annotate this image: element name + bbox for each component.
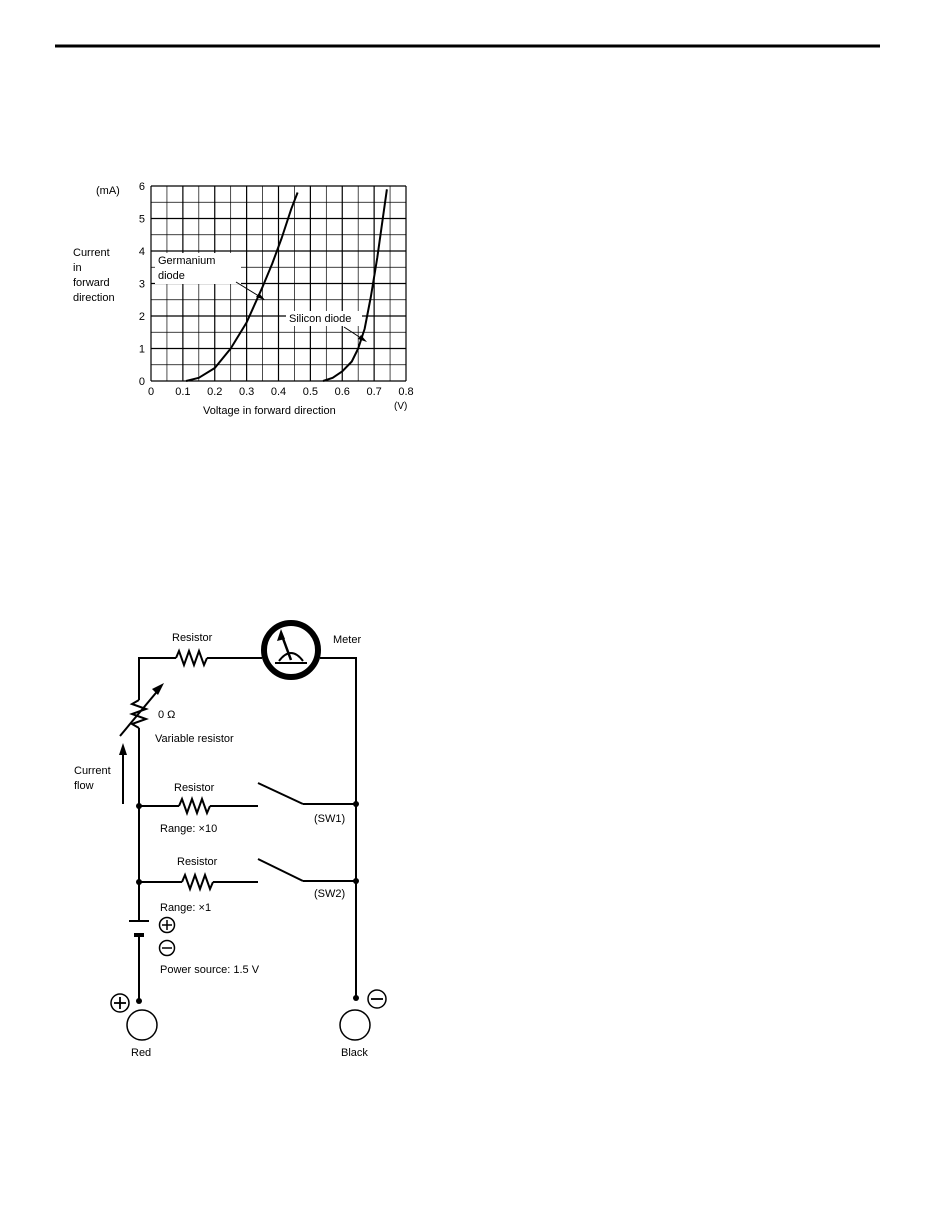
y-tick-label: 4 — [139, 246, 145, 258]
red-terminal — [126, 1009, 158, 1041]
meter-label: Meter — [333, 634, 361, 646]
germanium-pointer-arrowhead — [256, 293, 265, 300]
x-tick-label: 0.1 — [175, 386, 190, 398]
x-tick-label: 0.4 — [271, 386, 286, 398]
meter-icon — [261, 620, 321, 680]
y-tick-label: 3 — [139, 279, 145, 291]
y-axis-label-line-4: direction — [73, 292, 115, 304]
variable-resistor-arrowhead — [152, 683, 164, 695]
x-tick-label: 0.8 — [398, 386, 413, 398]
range-x1-label: Range: ×1 — [160, 902, 211, 914]
red-terminal-plus-icon — [110, 993, 130, 1013]
variable-resistor-label: Variable resistor — [155, 733, 234, 745]
top-wire-left — [138, 657, 176, 700]
resistor-x1 — [181, 872, 214, 892]
x-tick-label: 0.6 — [335, 386, 350, 398]
x-axis-label: Voltage in forward direction — [203, 405, 336, 417]
black-terminal — [339, 1009, 371, 1041]
y-tick-label: 5 — [139, 214, 145, 226]
x-tick-label: 0.5 — [303, 386, 318, 398]
resistor-x10-label: Resistor — [174, 782, 215, 794]
x-unit-label: (V) — [394, 401, 407, 412]
junction-x10-right — [353, 801, 359, 807]
germanium-label-line-2: diode — [158, 270, 185, 282]
range-x10-label: Range: ×10 — [160, 823, 217, 835]
red-terminal-junction — [136, 998, 142, 1004]
junction-x1-right — [353, 878, 359, 884]
variable-resistor-zigzag — [129, 699, 149, 729]
y-tick-label: 1 — [139, 344, 145, 356]
switch-1-label: (SW1) — [314, 813, 345, 825]
meter-right-wire — [320, 657, 357, 998]
silicon-label-backing — [286, 311, 362, 326]
ohmmeter-circuit: Resistor Meter 0 Ω Variable resistor Cur… — [74, 620, 387, 1059]
variable-resistor-value: 0 Ω — [158, 709, 175, 721]
y-unit-label: (mA) — [96, 185, 120, 197]
silicon-pointer-arrowhead — [358, 335, 367, 342]
y-axis-label-line-3: forward — [73, 277, 110, 289]
variable-resistor-arrow — [119, 687, 161, 737]
current-flow-label-line-1: Current — [74, 765, 111, 777]
silicon-label: Silicon diode — [289, 313, 351, 325]
x-tick-label: 0.3 — [239, 386, 254, 398]
x-tick-label: 0.7 — [366, 386, 381, 398]
black-terminal-junction — [353, 995, 359, 1001]
switch-2-blade — [257, 858, 304, 882]
x-tick-label: 0.2 — [207, 386, 222, 398]
y-tick-label: 2 — [139, 311, 145, 323]
y-tick-label: 6 — [139, 181, 145, 193]
top-resistor — [175, 648, 208, 668]
resistor-x10 — [178, 796, 211, 816]
battery-plus-icon — [158, 916, 176, 934]
switch-2-label: (SW2) — [314, 888, 345, 900]
germanium-diode-curve — [185, 192, 299, 382]
chart-grid — [150, 185, 407, 382]
power-source-label: Power source: 1.5 V — [160, 964, 260, 976]
chart-ticks: 0 0.1 0.2 0.3 0.4 0.5 0.6 0.7 0.8 0 1 2 3 4 5 6 — [139, 181, 414, 398]
y-tick-label: 0 — [139, 376, 145, 388]
y-axis-label-line-1: Current — [73, 247, 110, 259]
germanium-label-line-1: Germanium — [158, 255, 215, 267]
battery-minus-icon — [158, 939, 176, 957]
current-flow-label-line-2: flow — [74, 780, 94, 792]
resistor-x1-label: Resistor — [177, 856, 218, 868]
germanium-label-backing — [155, 253, 241, 284]
diode-characteristic-chart: 0 0.1 0.2 0.3 0.4 0.5 0.6 0.7 0.8 0 1 2 3 4 5 6 (mA) Cu… — [73, 181, 414, 417]
current-flow-arrowhead — [119, 743, 127, 755]
y-axis-label-line-2: in — [73, 262, 82, 274]
red-terminal-label: Red — [131, 1047, 151, 1059]
switch-1-blade — [257, 782, 304, 805]
black-terminal-label: Black — [341, 1047, 368, 1059]
black-terminal-minus-icon — [367, 989, 387, 1009]
x-tick-label: 0 — [148, 386, 154, 398]
top-resistor-label: Resistor — [172, 632, 213, 644]
